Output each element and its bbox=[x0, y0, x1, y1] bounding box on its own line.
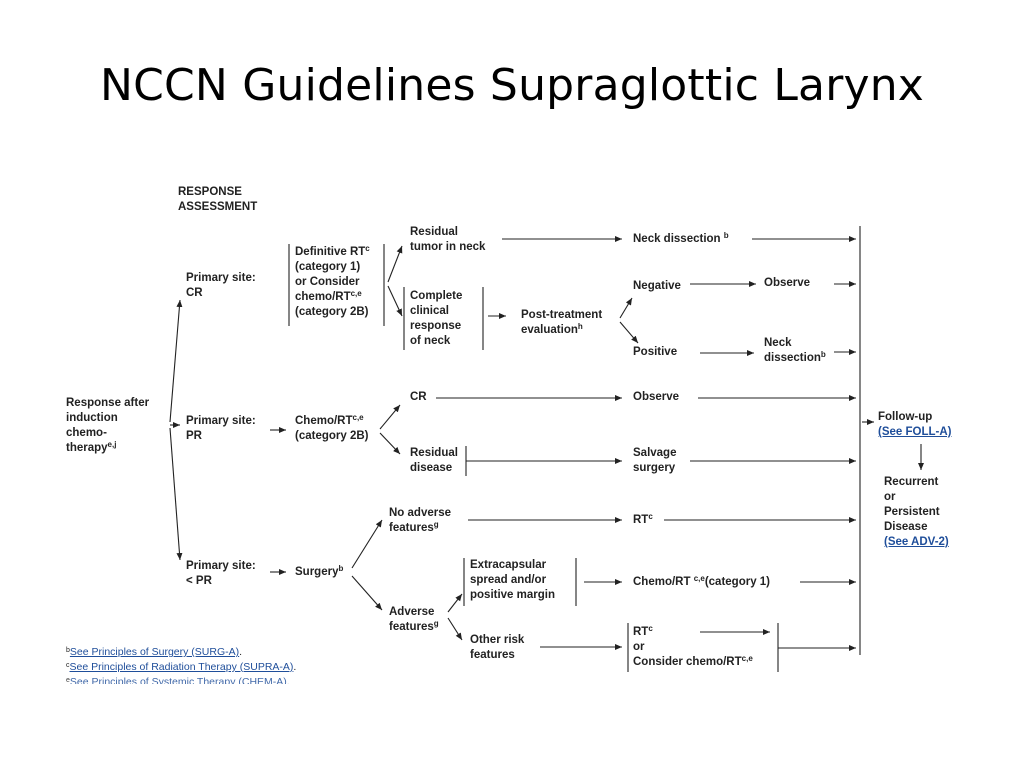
node-neck-dissection-2: Neck dissectionb bbox=[764, 337, 826, 364]
node-primary-site-pr: Primary site: PR bbox=[186, 415, 256, 442]
edge-post-to-negative bbox=[619, 297, 633, 319]
see-foll-a-link[interactable]: (See FOLL-A) bbox=[878, 426, 952, 438]
edge-start-to-ltpr bbox=[169, 427, 183, 561]
node-residual-tumor-in-neck: Residual tumor in neck bbox=[410, 226, 486, 253]
edge-surgery-to-noadverse bbox=[351, 519, 383, 569]
node-no-adverse-features: No adverse featuresg bbox=[389, 507, 452, 534]
node-post-treatment-evaluation: Post-treatment evaluationh bbox=[521, 309, 603, 336]
node-observe-1: Observe bbox=[764, 277, 811, 289]
edge-chemo-to-residual bbox=[379, 432, 401, 455]
node-salvage-surgery: Salvage surgery bbox=[633, 447, 677, 474]
edge-def-to-residual bbox=[387, 245, 403, 283]
node-primary-site-lt-pr: Primary site: < PR bbox=[186, 560, 256, 587]
node-other-risk-features: Other risk features bbox=[470, 634, 525, 661]
footnotes: bSee Principles of Surgery (SURG-A). cSe… bbox=[66, 644, 346, 684]
edge-surgery-to-adverse bbox=[351, 575, 383, 611]
node-chemo-rt-category-2b: Chemo/RTc,e (category 2B) bbox=[295, 413, 369, 443]
node-follow-up: Follow-up (See FOLL-A) bbox=[878, 411, 952, 438]
node-neck-dissection-1: Neck dissection b bbox=[633, 231, 729, 246]
edge-post-to-positive bbox=[619, 321, 639, 344]
node-surgery: Surgeryb bbox=[295, 564, 344, 579]
node-primary-site-cr: Primary site: CR bbox=[186, 272, 256, 299]
node-definitive-rt: Definitive RTc (category 1) or Consider … bbox=[295, 244, 370, 319]
node-residual-disease: Residual disease bbox=[410, 447, 458, 474]
node-chemo-rt-category-1: Chemo/RT c,e(category 1) bbox=[633, 574, 771, 589]
slide-title: NCCN Guidelines Supraglottic Larynx bbox=[99, 60, 925, 111]
edge-adverse-to-extra bbox=[447, 593, 463, 613]
footnote-systemic-therapy[interactable]: eSee Principles of Systemic Therapy (CHE… bbox=[66, 676, 290, 684]
edge-adverse-to-other bbox=[447, 617, 463, 641]
node-recurrent-persistent-disease: Recurrent or Persistent Disease (See ADV… bbox=[884, 476, 949, 548]
edge-chemo-to-cr bbox=[379, 404, 401, 430]
node-cr: CR bbox=[410, 391, 427, 403]
node-extracapsular-spread: Extracapsular spread and/or positive mar… bbox=[470, 559, 555, 601]
edge-start-to-cr bbox=[169, 299, 183, 423]
node-adverse-features: Adverse featuresg bbox=[389, 606, 439, 633]
node-negative: Negative bbox=[633, 280, 681, 292]
footnote-radiation-therapy[interactable]: cSee Principles of Radiation Therapy (SU… bbox=[66, 661, 297, 673]
node-response-after-induction: Response after induction chemo- therapye… bbox=[66, 397, 150, 454]
node-positive: Positive bbox=[633, 346, 678, 358]
see-adv-2-link[interactable]: (See ADV-2) bbox=[884, 536, 949, 548]
footnote-surgery[interactable]: bSee Principles of Surgery (SURG-A). bbox=[66, 646, 243, 658]
response-assessment-header: RESPONSE ASSESSMENT bbox=[178, 186, 258, 213]
node-complete-clinical-response: Complete clinical response of neck bbox=[410, 290, 463, 347]
node-rt-1: RTc bbox=[633, 512, 653, 527]
node-rt-or-consider-chemo: RTc or Consider chemo/RTc,e bbox=[633, 624, 753, 669]
edge-def-to-complete bbox=[387, 285, 403, 317]
node-observe-2: Observe bbox=[633, 391, 680, 403]
